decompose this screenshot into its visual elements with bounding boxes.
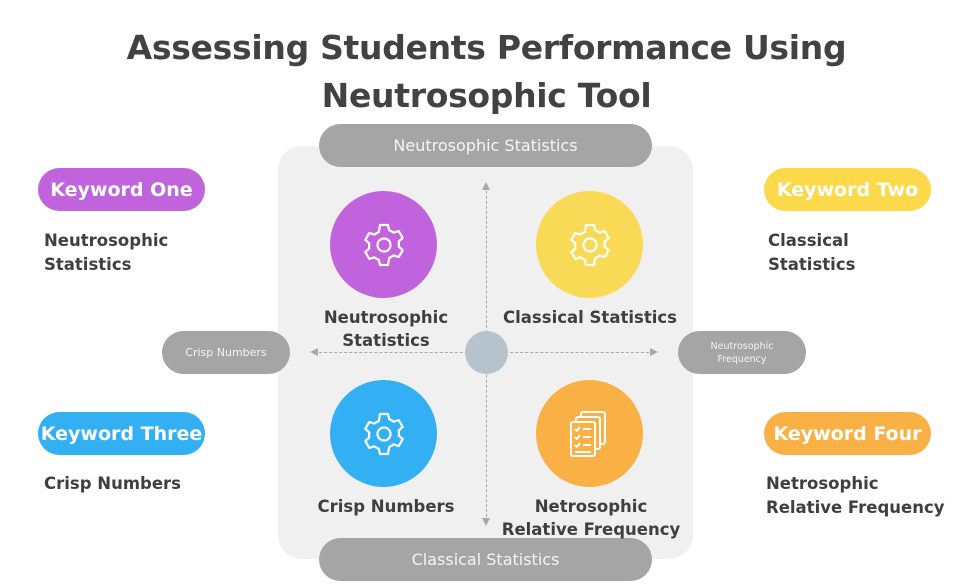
arrowhead-down: [482, 518, 490, 526]
axis-label-right-text: Neutrosophic Frequency: [710, 340, 774, 365]
gear-icon: [363, 412, 404, 455]
quadrant-circle-3: [330, 380, 437, 487]
quadrant-circle-2: [536, 191, 643, 298]
quadrant-circle-1: [330, 191, 437, 298]
quadrant-label-4: Netrosophic Relative Frequency: [501, 497, 681, 539]
arrowhead-up: [482, 182, 490, 190]
keyword-two-badge: Keyword Two: [764, 168, 931, 211]
gear-icon: [569, 223, 610, 266]
axis-label-bottom: Classical Statistics: [319, 538, 652, 581]
quadrant-label-1: Neutrosophic Statistics: [323, 308, 449, 350]
center-dot: [465, 331, 508, 374]
gear-icon: [363, 223, 404, 266]
axis-label-left: Crisp Numbers: [162, 331, 290, 374]
keyword-one-badge: Keyword One: [38, 168, 205, 211]
axis-label-right: Neutrosophic Frequency: [678, 331, 806, 374]
arrowhead-left: [310, 348, 318, 356]
quadrant-label-3: Crisp Numbers: [317, 497, 455, 516]
keyword-two-text: Classical Statistics: [768, 231, 856, 274]
arrowhead-right: [650, 348, 658, 356]
axis-label-top: Neutrosophic Statistics: [319, 124, 652, 167]
keyword-three-text: Crisp Numbers: [44, 474, 181, 493]
keyword-four-text: Netrosophic Relative Frequency: [766, 474, 945, 517]
keyword-one-text: Neutrosophic Statistics: [44, 231, 169, 274]
quadrant-label-2: Classical Statistics: [503, 308, 677, 327]
quadrant-circle-4: [536, 380, 643, 487]
checklist-document-icon: [569, 410, 606, 457]
keyword-four-badge: Keyword Four: [764, 412, 931, 455]
keyword-three-badge: Keyword Three: [38, 412, 205, 455]
page-title: Assessing Students Performance Using Neu…: [126, 28, 847, 115]
